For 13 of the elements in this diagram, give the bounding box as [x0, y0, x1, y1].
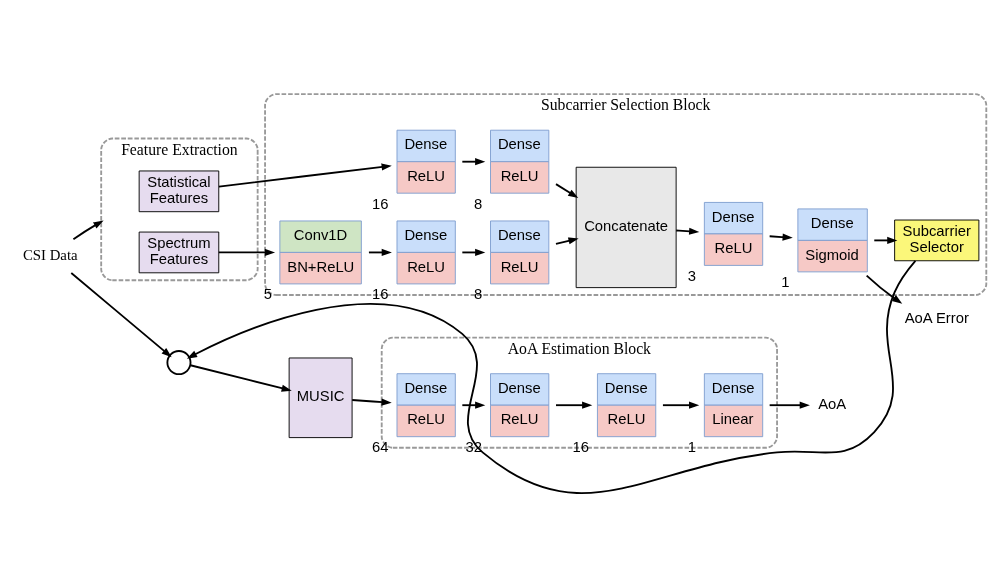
node-text: CSI Data: [22, 246, 78, 263]
node-label: 16: [572, 438, 590, 455]
node-label: 64: [372, 438, 389, 455]
node-label: 5: [263, 285, 272, 302]
node-label: 8: [473, 285, 483, 302]
node-label: 3: [687, 267, 696, 284]
node-label: 16: [372, 285, 389, 302]
node-text: AoA Error: [904, 309, 969, 326]
node-label: 16: [372, 195, 389, 212]
node-label: 1: [687, 438, 696, 455]
node-label: 1: [781, 273, 790, 290]
node-label: 8: [473, 195, 483, 212]
node-text: AoA: [818, 395, 847, 412]
